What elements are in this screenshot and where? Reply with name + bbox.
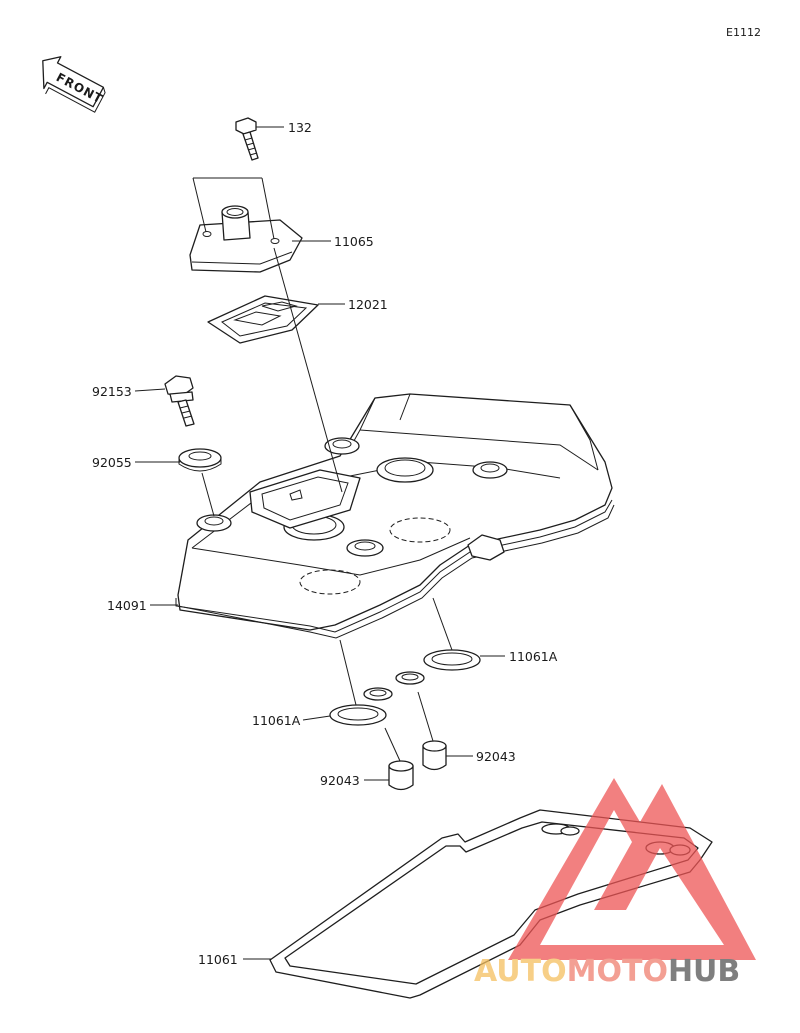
part-label-92055: 92055 bbox=[92, 455, 132, 470]
dowel-pin-92043-right bbox=[422, 740, 447, 771]
washer-92055 bbox=[178, 448, 222, 472]
svg-text:AUTOMOTOHUB: AUTOMOTOHUB bbox=[474, 954, 740, 989]
logo-word-hub: HUB bbox=[668, 954, 740, 989]
plug-gasket-11061A-left bbox=[329, 687, 393, 726]
front-direction-arrow-icon: FRONT bbox=[42, 56, 106, 113]
bolt-132 bbox=[235, 117, 259, 161]
part-label-11061A-left: 11061A bbox=[252, 713, 301, 728]
head-cover-gasket-11061 bbox=[269, 809, 713, 999]
diagram-reference: E1112 bbox=[726, 26, 761, 39]
part-label-92043-left: 92043 bbox=[320, 773, 360, 788]
part-label-11061: 11061 bbox=[198, 952, 238, 967]
part-label-92043-right: 92043 bbox=[476, 749, 516, 764]
gasket-12021 bbox=[207, 295, 319, 344]
part-label-12021: 12021 bbox=[348, 297, 388, 312]
part-label-92153: 92153 bbox=[92, 384, 132, 399]
logo-word-moto: MOTO bbox=[567, 954, 668, 989]
part-label-11065: 11065 bbox=[334, 234, 374, 249]
logo-triangle-icon bbox=[508, 778, 756, 960]
dowel-pin-92043-left bbox=[388, 760, 414, 791]
logo-word-auto: AUTO bbox=[474, 954, 567, 989]
bolt-92153 bbox=[164, 375, 195, 427]
part-label-14091: 14091 bbox=[107, 598, 147, 613]
part-label-132: 132 bbox=[288, 120, 312, 135]
head-cover-14091 bbox=[175, 393, 615, 639]
leader-lines bbox=[134, 126, 505, 960]
breather-cover-11065 bbox=[189, 205, 303, 273]
part-label-11061A-right: 11061A bbox=[509, 649, 558, 664]
automotohub-logo: AUTOMOTOHUB bbox=[474, 778, 756, 989]
plug-gasket-11061A-right bbox=[395, 649, 481, 685]
